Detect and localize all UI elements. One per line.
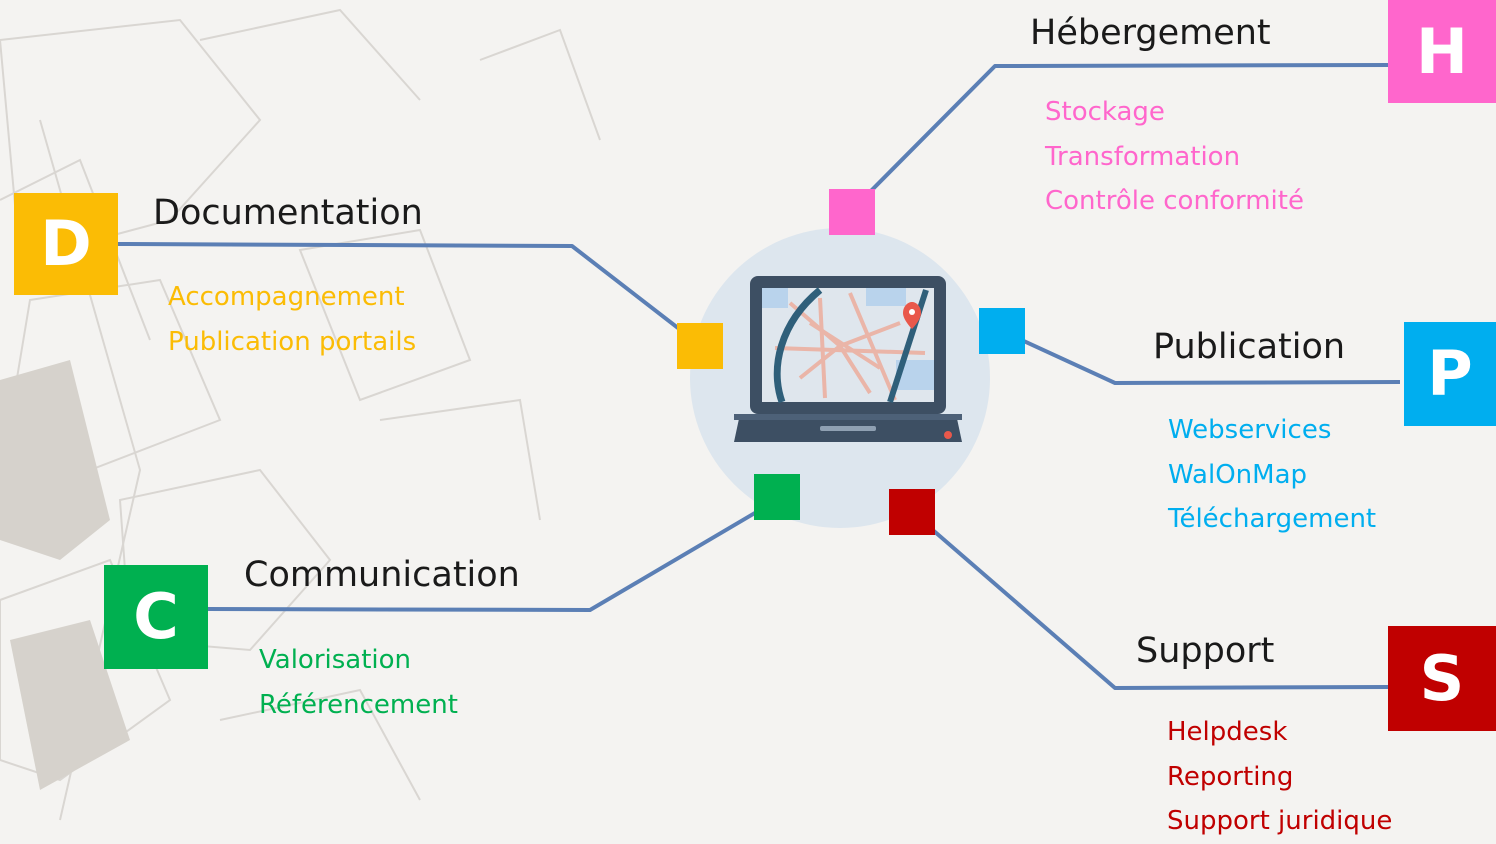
connector-communication (207, 498, 779, 612)
hebergement-letter-badge: H (1388, 0, 1496, 103)
hebergement-item: Contrôle conformité (1045, 186, 1304, 216)
documentation-item: Publication portails (168, 326, 417, 357)
node-support (889, 489, 935, 535)
node-publication (979, 308, 1025, 354)
publication-letter-badge: P (1404, 322, 1496, 426)
connector-hebergement (850, 63, 1391, 212)
node-hebergement (829, 189, 875, 235)
hebergement-title: Hébergement (1030, 13, 1271, 53)
support-items: Helpdesk Reporting Support juridique (1167, 710, 1392, 844)
node-communication (754, 474, 800, 520)
publication-items: Webservices WalOnMap Téléchargement (1168, 408, 1376, 542)
publication-item: Téléchargement (1168, 504, 1377, 534)
publication-item: WalOnMap (1168, 459, 1308, 490)
connector-publication (1001, 329, 1401, 385)
communication-items: Valorisation Référencement (259, 638, 458, 727)
support-item: Reporting (1167, 761, 1294, 792)
documentation-items: Accompagnement Publication portails (168, 275, 416, 364)
publication-title: Publication (1153, 327, 1346, 367)
communication-item: Valorisation (259, 645, 412, 675)
documentation-letter-badge: D (14, 193, 118, 295)
communication-letter-badge: C (104, 565, 208, 669)
support-title: Support (1136, 631, 1275, 671)
hebergement-items: Stockage Transformation Contrôle conform… (1045, 90, 1304, 224)
connector-documentation (117, 242, 702, 347)
node-documentation (677, 323, 723, 369)
hebergement-item: Transformation (1045, 141, 1241, 172)
hebergement-item: Stockage (1045, 97, 1165, 127)
support-letter-badge: S (1388, 626, 1496, 731)
connector-support (910, 510, 1389, 690)
documentation-title: Documentation (153, 193, 423, 233)
documentation-item: Accompagnement (168, 282, 405, 312)
communication-title: Communication (244, 555, 520, 595)
support-item: Support juridique (1167, 806, 1393, 836)
support-item: Helpdesk (1167, 717, 1288, 747)
publication-item: Webservices (1168, 415, 1332, 445)
laptop-map-icon (690, 228, 990, 528)
hub (690, 228, 990, 528)
communication-item: Référencement (259, 689, 458, 720)
